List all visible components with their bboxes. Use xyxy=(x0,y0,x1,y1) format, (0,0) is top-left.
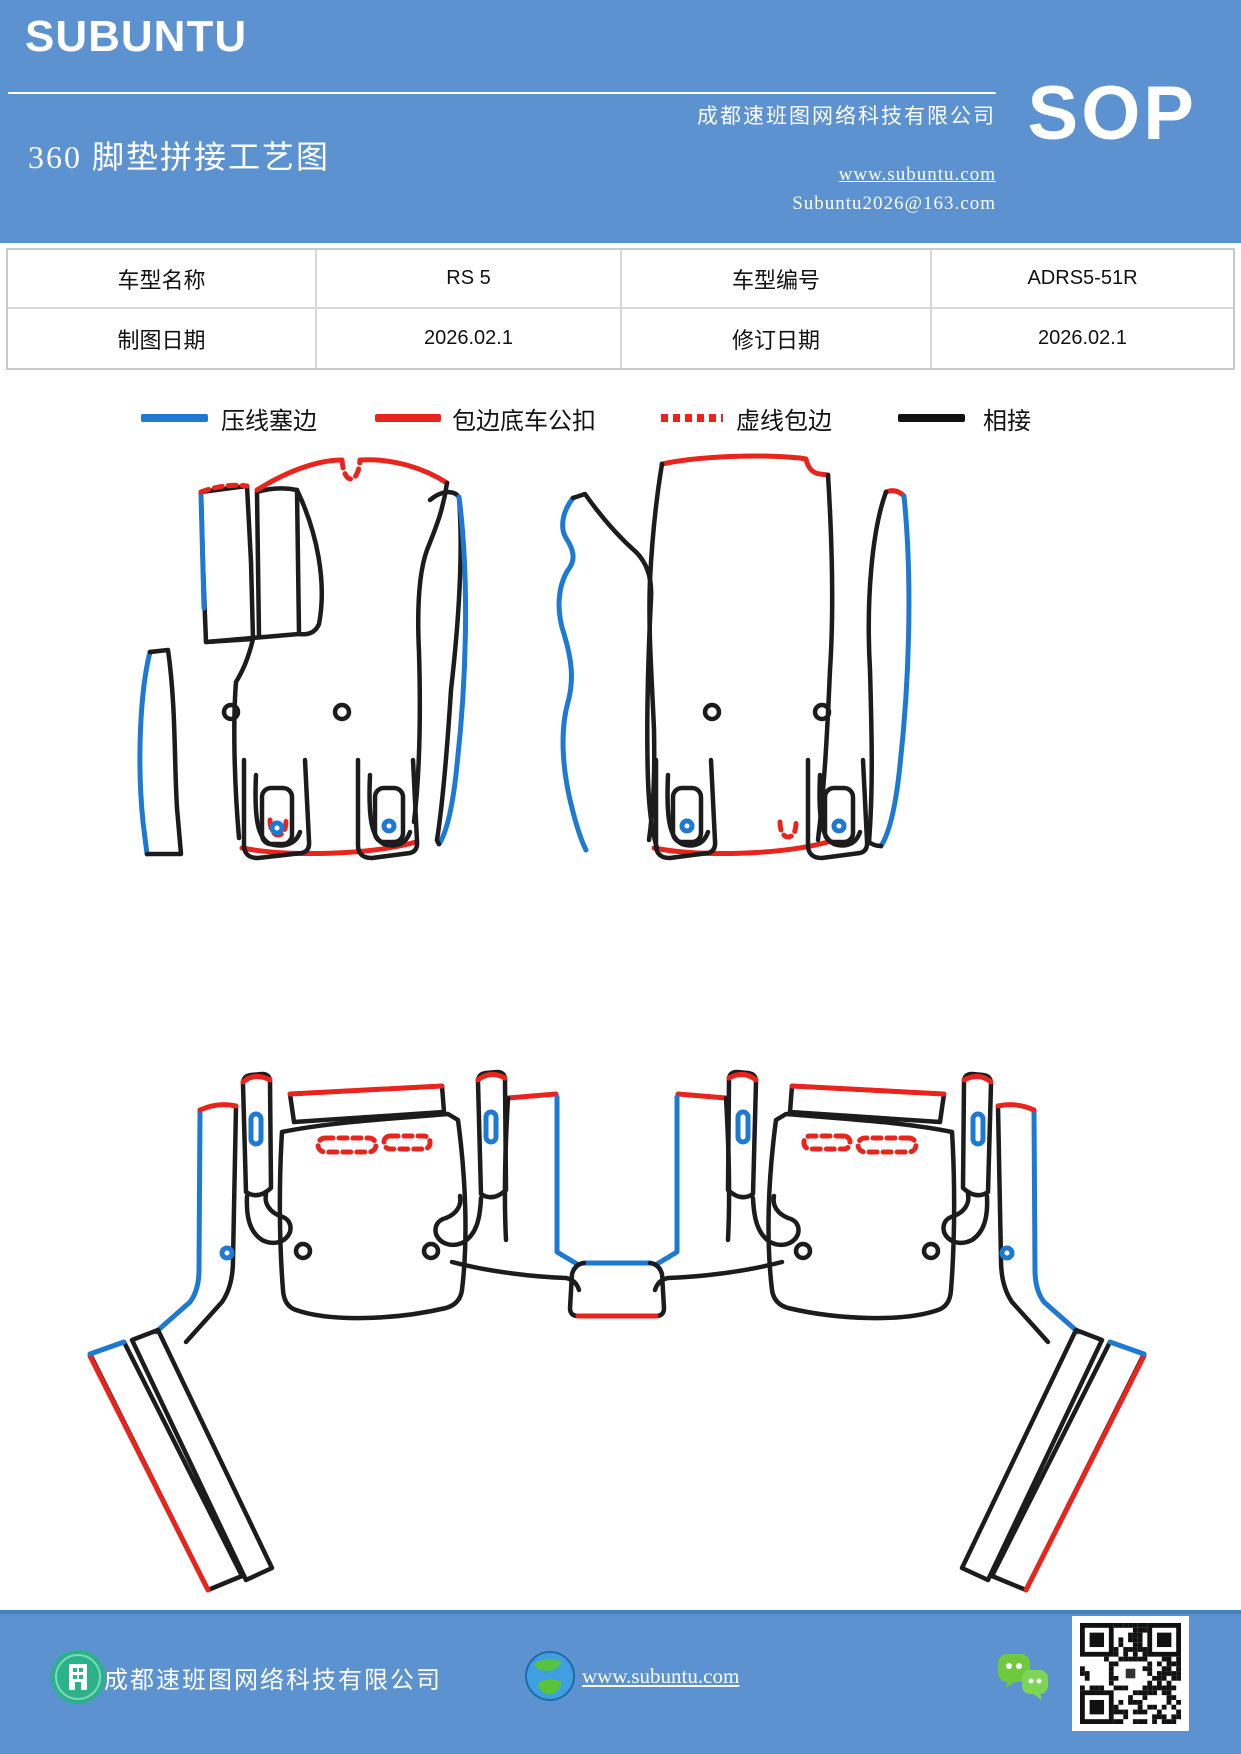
legend-swatch-red-line xyxy=(375,414,441,422)
legend-label-dashed-binding: 虚线包边 xyxy=(736,409,832,435)
vehicle-info-table: 车型名称 RS 5 车型编号 ADRS5-51R 制图日期 2026.02.1 … xyxy=(6,248,1235,370)
header-company-name: 成都速班图网络科技有限公司 xyxy=(697,104,996,128)
rear-mat-left-half-drawing xyxy=(87,1069,582,1593)
brand-logo: SUBUNTU xyxy=(25,12,248,61)
table-label-model-name: 车型名称 xyxy=(8,250,317,309)
table-value-model-code: ADRS5-51R xyxy=(932,250,1233,309)
table-label-model-code: 车型编号 xyxy=(622,250,932,309)
footer-website-link[interactable]: www.subuntu.com xyxy=(582,1664,740,1688)
legend-swatch-blue-line xyxy=(141,414,208,422)
header-email: Subuntu2026@163.com xyxy=(792,193,996,214)
table-value-draw-date: 2026.02.1 xyxy=(317,309,622,368)
legend-label-binding-buckle: 包边底车公扣 xyxy=(452,409,596,435)
footer-band: 成都速班图网络科技有限公司 www.subuntu.com xyxy=(0,1610,1241,1754)
table-label-revise-date: 修订日期 xyxy=(622,309,932,368)
legend-label-joint: 相接 xyxy=(983,409,1031,435)
right-front-mat-drawing xyxy=(556,453,912,861)
left-front-mat-drawing xyxy=(137,457,469,861)
legend-swatch-black-line xyxy=(898,414,965,422)
front-mats-diagram xyxy=(137,453,912,861)
table-value-revise-date: 2026.02.1 xyxy=(1038,327,1127,349)
globe-icon xyxy=(525,1651,575,1701)
building-icon xyxy=(51,1650,105,1704)
footer-company-name: 成都速班图网络科技有限公司 xyxy=(104,1668,442,1694)
header-divider xyxy=(8,92,996,94)
rear-mats-diagram xyxy=(87,950,1241,1593)
legend-swatch-red-dashed-line xyxy=(661,414,723,422)
center-connector-piece xyxy=(567,1260,667,1319)
legend-label-press-edge: 压线塞边 xyxy=(221,409,317,435)
table-label-draw-date: 制图日期 xyxy=(8,309,317,368)
rear-mat-right-half-drawing xyxy=(655,1072,1144,1590)
qr-code xyxy=(1072,1616,1189,1731)
table-value-model-name: RS 5 xyxy=(317,250,622,309)
page-title: 360 脚垫拼接工艺图 xyxy=(28,139,331,175)
header-website-link[interactable]: www.subuntu.com xyxy=(838,164,996,185)
header-band: SUBUNTU 360 脚垫拼接工艺图 成都速班图网络科技有限公司 www.su… xyxy=(0,0,1241,243)
sop-badge: SOP xyxy=(1027,71,1197,156)
wechat-icon xyxy=(998,1654,1048,1700)
qr-code-pattern xyxy=(1080,1623,1181,1724)
